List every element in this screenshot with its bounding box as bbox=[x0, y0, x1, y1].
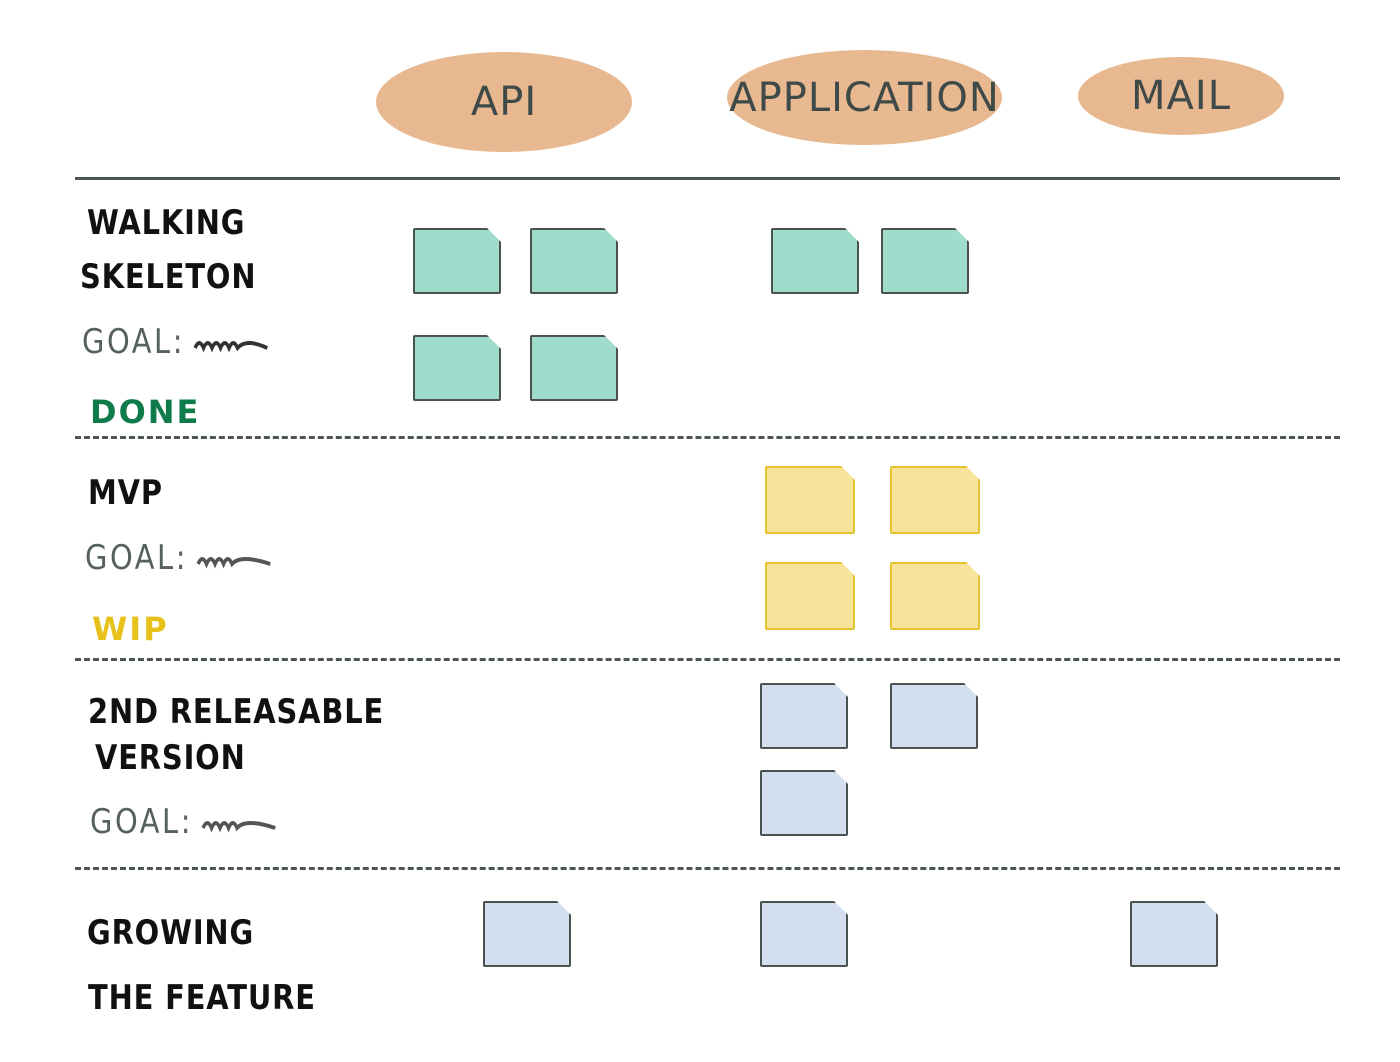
goal-label: Goal: bbox=[82, 322, 185, 362]
story-card[interactable] bbox=[760, 683, 848, 749]
column-header-application: Application bbox=[727, 50, 1002, 145]
status-wip: WIP bbox=[92, 610, 169, 648]
squiggle-icon bbox=[196, 556, 271, 568]
column-label: Mail bbox=[1131, 73, 1231, 119]
story-card[interactable] bbox=[881, 228, 969, 294]
column-label: Application bbox=[729, 74, 1000, 121]
goal-label: Goal: bbox=[85, 538, 188, 578]
story-card[interactable] bbox=[765, 562, 855, 630]
story-card[interactable] bbox=[890, 562, 980, 630]
story-card[interactable] bbox=[890, 683, 978, 749]
row-title: 2nd Releasable bbox=[88, 692, 385, 732]
goal-label: Goal: bbox=[90, 802, 193, 842]
story-card[interactable] bbox=[771, 228, 859, 294]
story-card[interactable] bbox=[530, 335, 618, 401]
header-divider bbox=[75, 177, 1340, 180]
squiggle-icon bbox=[193, 340, 269, 352]
story-card[interactable] bbox=[413, 335, 501, 401]
squiggle-icon bbox=[201, 820, 276, 832]
row-title: MVP bbox=[88, 473, 163, 513]
column-header-api: Api bbox=[376, 52, 632, 152]
row-divider bbox=[75, 436, 1340, 439]
story-card[interactable] bbox=[413, 228, 501, 294]
story-card[interactable] bbox=[760, 770, 848, 836]
row-title: Growing bbox=[87, 913, 255, 953]
status-done: Done bbox=[90, 393, 201, 431]
story-card[interactable] bbox=[760, 901, 848, 967]
row-goal: Goal: bbox=[85, 538, 273, 578]
row-title: Skeleton bbox=[80, 257, 257, 297]
row-title: the Feature bbox=[88, 978, 316, 1018]
story-card[interactable] bbox=[1130, 901, 1218, 967]
story-card[interactable] bbox=[483, 901, 571, 967]
column-label: Api bbox=[470, 79, 538, 125]
row-goal: Goal: bbox=[82, 322, 270, 362]
column-header-mail: Mail bbox=[1078, 57, 1284, 135]
row-goal: Goal: bbox=[90, 802, 278, 842]
story-card[interactable] bbox=[530, 228, 618, 294]
row-title: Walking bbox=[87, 203, 246, 243]
row-divider bbox=[75, 867, 1340, 870]
story-card[interactable] bbox=[765, 466, 855, 534]
row-divider bbox=[75, 658, 1340, 661]
row-title: Version bbox=[95, 738, 246, 778]
story-card[interactable] bbox=[890, 466, 980, 534]
